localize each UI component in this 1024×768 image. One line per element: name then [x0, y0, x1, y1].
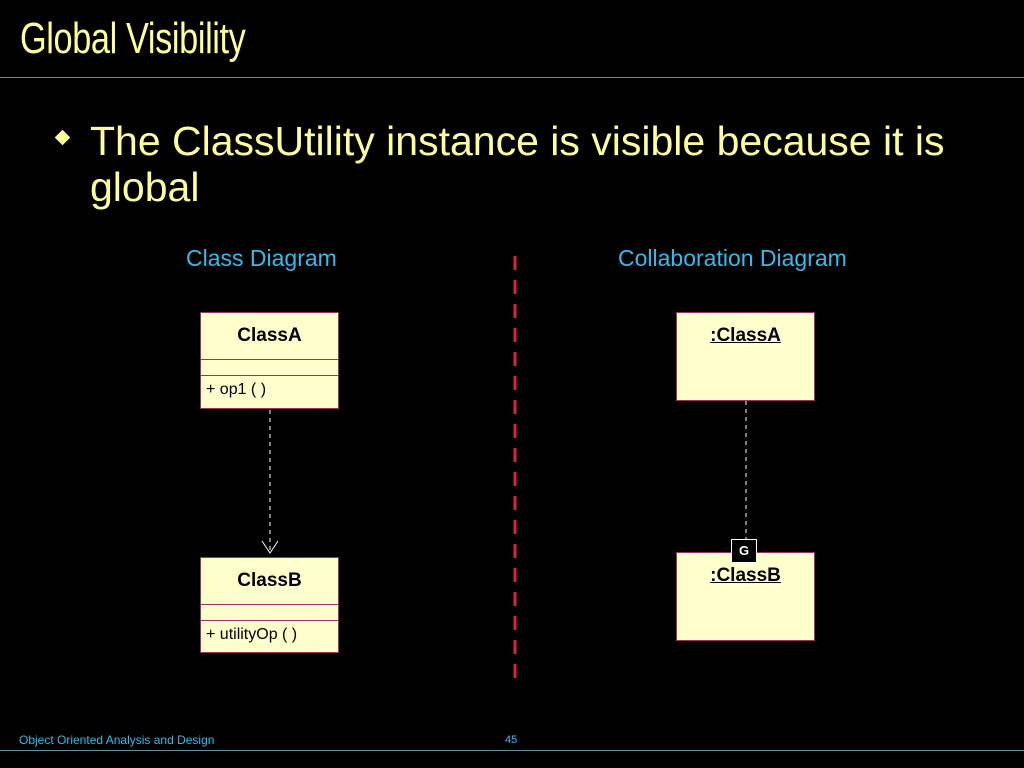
- object-a-box: :ClassA: [676, 312, 815, 401]
- slide-title: Global Visibility: [20, 14, 246, 63]
- title-divider: [0, 77, 1024, 78]
- object-b-name: :ClassB: [710, 565, 781, 586]
- class-b-name: ClassB: [201, 558, 338, 605]
- class-b-operation: + utilityOp ( ): [206, 626, 298, 643]
- bullet-text: The ClassUtility instance is visible bec…: [90, 118, 945, 210]
- collaboration-diagram-heading: Collaboration Diagram: [618, 245, 847, 271]
- object-a-name: :ClassA: [710, 325, 781, 346]
- class-a-operation: + op1 ( ): [206, 381, 267, 398]
- class-a-name: ClassA: [201, 313, 338, 360]
- class-a-box: ClassA + op1 ( ): [200, 312, 339, 409]
- class-b-attributes: [201, 605, 338, 621]
- class-b-box: ClassB + utilityOp ( ): [200, 557, 339, 653]
- dependency-arrowhead: [261, 540, 279, 554]
- class-a-attributes: [201, 360, 338, 376]
- page-number: 45: [505, 734, 518, 746]
- object-b-box: :ClassB: [676, 552, 815, 641]
- footer-divider: [0, 750, 1024, 751]
- class-diagram-heading: Class Diagram: [186, 245, 337, 271]
- footer-course-title: Object Oriented Analysis and Design: [19, 733, 215, 747]
- global-visibility-badge: G: [731, 539, 757, 563]
